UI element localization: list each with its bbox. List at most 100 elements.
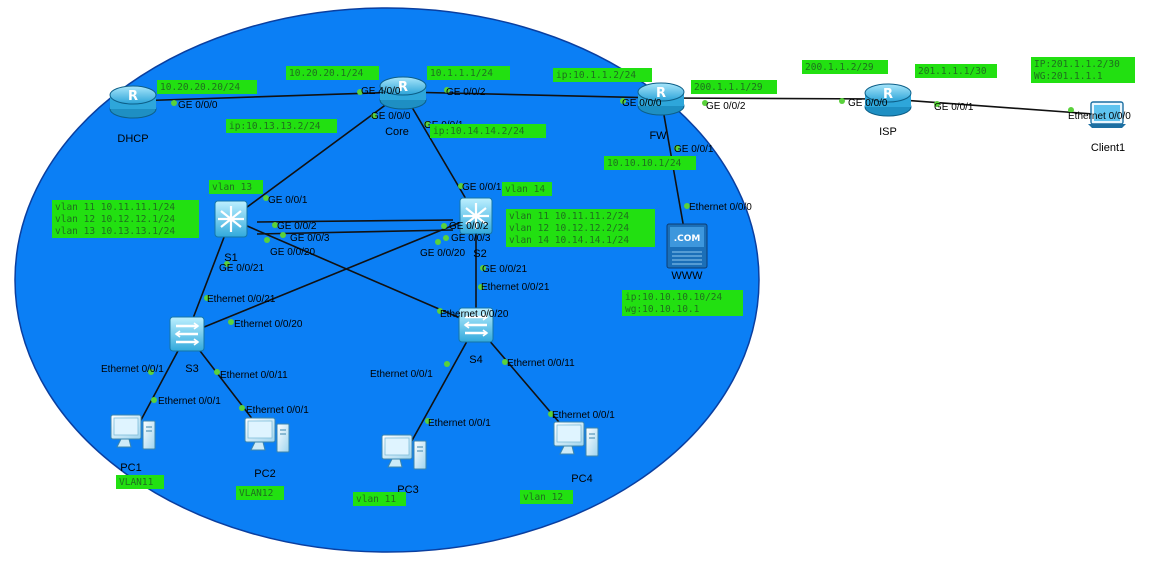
link-s1-s2-2[interactable]: [256, 229, 454, 235]
port-label: GE 0/0/2: [449, 221, 489, 232]
note-box: [353, 492, 406, 506]
port-dot: [684, 203, 690, 209]
device-s4[interactable]: [458, 307, 494, 343]
port-label: Ethernet 0/0/20: [234, 319, 303, 330]
device-label-s3: S3: [185, 363, 198, 375]
laptop-icon: [1088, 101, 1126, 128]
port-dot: [441, 223, 447, 229]
device-dhcp[interactable]: R: [109, 85, 157, 119]
port-label: GE 0/0/21: [219, 263, 264, 274]
port-label: Ethernet 0/0/1: [370, 369, 433, 380]
port-label: GE 0/0/2: [446, 87, 486, 98]
note-box: [691, 80, 777, 94]
link-fw-www[interactable]: [660, 97, 688, 247]
link-s4-pc3[interactable]: [403, 324, 477, 456]
address-note: vlan 11: [353, 492, 406, 506]
port-dot: [272, 222, 278, 228]
port-label: GE 0/0/0: [371, 111, 411, 122]
note-box: [286, 66, 379, 80]
address-note: 200.1.1.2/29: [802, 60, 888, 74]
port-dot: [437, 308, 443, 314]
device-pc2[interactable]: [244, 417, 290, 453]
address-note: vlan 12: [520, 490, 573, 504]
port-dot: [264, 237, 270, 243]
port-dot: [478, 284, 484, 290]
device-label-dhcp: DHCP: [117, 133, 148, 145]
device-s1[interactable]: [214, 200, 248, 238]
device-pc4[interactable]: [553, 421, 599, 457]
pc-icon: [110, 414, 156, 450]
port-dot: [263, 195, 269, 201]
port-dot: [228, 319, 234, 325]
link-core-fw[interactable]: [402, 91, 662, 99]
device-pc3[interactable]: [381, 434, 427, 470]
note-text: vlan 12 10.12.12.2/24: [509, 223, 629, 234]
port-dot: [444, 87, 450, 93]
port-label: Ethernet 0/0/1: [101, 364, 164, 375]
note-text: VLAN12: [239, 488, 273, 499]
address-notes-layer: 10.20.20.20/24 10.20.20.1/24 10.1.1.1/24 ip…: [52, 57, 1135, 506]
device-label-s2: S2: [473, 248, 486, 260]
port-dot: [148, 369, 154, 375]
address-note: 10.1.1.1/24: [427, 66, 510, 80]
link-s1-s4[interactable]: [230, 218, 477, 326]
device-client1[interactable]: [1088, 101, 1126, 128]
device-core[interactable]: R: [379, 76, 427, 110]
note-box: [209, 180, 263, 194]
note-text: wg:10.10.10.1: [625, 304, 700, 315]
port-dot: [674, 145, 680, 151]
port-label: GE 0/0/0: [848, 98, 888, 109]
link-core-s2[interactable]: [402, 91, 477, 217]
note-box: [915, 64, 997, 78]
note-text: 201.1.1.1/30: [918, 66, 987, 77]
port-dot: [151, 397, 157, 403]
note-box: [604, 156, 696, 170]
device-s2[interactable]: [459, 197, 493, 235]
port-dot: [224, 261, 230, 267]
note-text: vlan 12: [523, 492, 563, 503]
links-layer: [132, 91, 1108, 456]
device-s3[interactable]: [169, 316, 205, 352]
note-text: 200.1.1.2/29: [805, 62, 874, 73]
port-dot: [548, 411, 554, 417]
address-note: vlan 14: [502, 182, 552, 196]
port-dot: [443, 235, 449, 241]
note-text: ip:10.13.13.2/24: [229, 121, 321, 132]
device-fw[interactable]: R: [637, 82, 685, 116]
port-dot: [934, 101, 940, 107]
port-label: Ethernet 0/0/21: [481, 282, 550, 293]
note-box: [52, 200, 199, 238]
note-box: [157, 80, 257, 94]
note-text: vlan 14 10.14.14.1/24: [509, 235, 629, 246]
device-www[interactable]: .COM: [666, 223, 708, 269]
port-dots-layer: [148, 87, 1074, 424]
port-dot: [424, 121, 430, 127]
www-icon-text: .COM: [674, 234, 701, 244]
note-box: [430, 124, 546, 138]
link-s2-s3[interactable]: [186, 215, 477, 335]
port-label: Ethernet 0/0/1: [552, 410, 615, 421]
note-text: VLAN11: [119, 477, 154, 488]
note-text: 10.20.20.1/24: [289, 68, 364, 79]
address-note: ip:10.1.1.2/24: [553, 68, 652, 82]
svg-text:R: R: [883, 87, 893, 102]
port-label: GE 0/0/2: [706, 101, 746, 112]
link-s1-s3[interactable]: [186, 218, 232, 335]
device-pc1[interactable]: [110, 414, 156, 450]
port-label: Ethernet 0/0/21: [207, 294, 276, 305]
note-box: [802, 60, 888, 74]
device-label-pc4: PC4: [571, 473, 592, 485]
note-box: [116, 475, 164, 489]
device-label-client1: Client1: [1091, 142, 1125, 154]
address-note: 10.20.20.20/24: [157, 80, 257, 94]
link-s1-s2-1[interactable]: [256, 219, 454, 223]
address-note: 200.1.1.1/29: [691, 80, 777, 94]
router-icon: R: [109, 85, 157, 119]
link-fw-isp[interactable]: [660, 97, 889, 100]
svg-text:R: R: [656, 86, 666, 101]
switch-icon: [169, 316, 205, 352]
port-label: GE 0/0/2: [277, 221, 317, 232]
device-isp[interactable]: R: [864, 83, 912, 117]
